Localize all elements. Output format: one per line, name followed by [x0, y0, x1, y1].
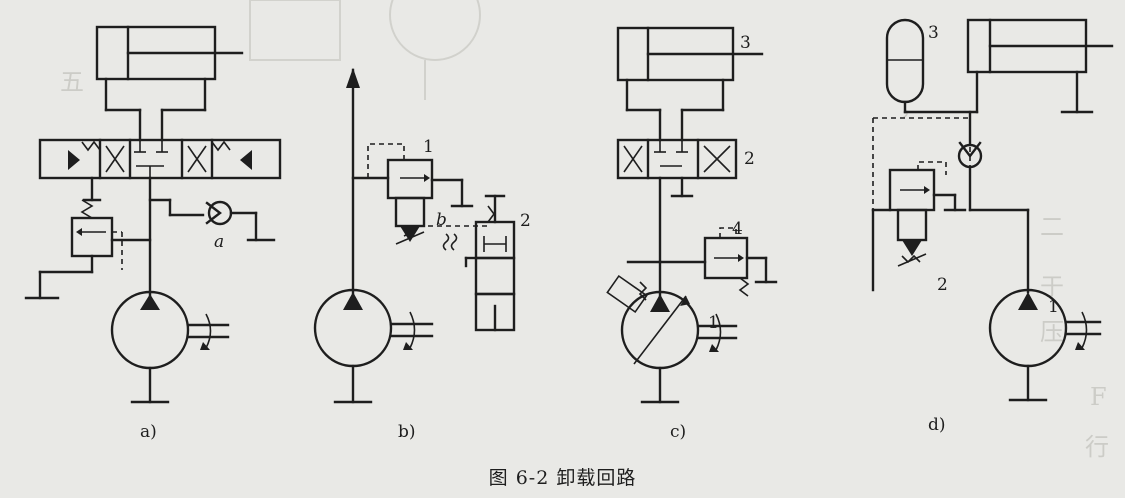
svg-text:五: 五 — [60, 68, 84, 96]
label-1: 1 — [423, 137, 434, 157]
svg-text:二: 二 — [1040, 213, 1064, 241]
hydraulic-pump — [110, 290, 230, 404]
directional-valve-2: 2 — [616, 138, 755, 180]
subfigure-label-d: d) — [928, 415, 946, 435]
subfigure-d: 3 2 — [871, 18, 1114, 435]
label-2: 2 — [520, 211, 531, 231]
accumulator-3 — [885, 18, 925, 104]
svg-text:，: ， — [900, 93, 924, 121]
two-way-solenoid-valve-2: 2 — [464, 194, 531, 332]
label-3: 3 — [928, 23, 939, 43]
label-3: 3 — [740, 33, 751, 53]
subfigure-label-a: a) — [140, 422, 157, 442]
unloading-relief-valve-2: 2 — [871, 161, 967, 295]
port-label-b: b — [436, 210, 447, 230]
label-2: 2 — [744, 149, 755, 169]
figure-caption: 图 6-2 卸载回路 — [488, 467, 637, 489]
svg-text:行: 行 — [1085, 433, 1109, 461]
variable-displacement-pump-1: 1 — [606, 274, 738, 404]
port-label-a: a — [214, 232, 224, 252]
label-1: 1 — [708, 313, 719, 333]
label-2: 2 — [937, 275, 948, 295]
relief-valve — [24, 176, 152, 300]
hydraulic-pump — [313, 288, 434, 404]
hydraulic-pump-1: 1 — [988, 288, 1102, 402]
subfigure-c: 3 2 — [606, 26, 778, 442]
subfigure-label-c: c) — [670, 422, 686, 442]
svg-text:压: 压 — [1040, 318, 1064, 346]
pilot-relief-valve-1: 1 — [367, 137, 474, 245]
subfigure-b: 1 b 2 — [313, 68, 531, 442]
subfigure-label-b: b) — [398, 422, 416, 442]
label-1: 1 — [1048, 297, 1059, 317]
directional-valve-3pos — [38, 138, 282, 180]
label-4: 4 — [732, 219, 743, 239]
unloading-valve-4: 4 — [703, 219, 778, 297]
subfigure-a: a a) — [24, 25, 282, 442]
svg-text:F: F — [1090, 383, 1107, 411]
background-bleed-through: 五 ， 二 于 压 F 行 — [60, 0, 1109, 461]
svg-text:于: 于 — [1040, 273, 1064, 301]
